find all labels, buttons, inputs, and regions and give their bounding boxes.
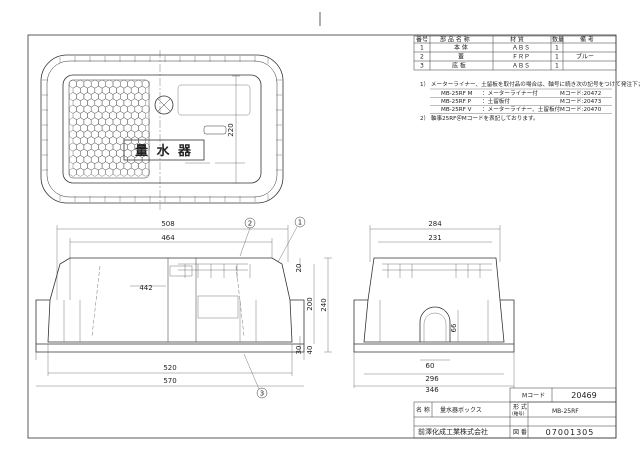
honeycomb-cell (76, 167, 85, 177)
front-view: 508 464 442 520 570 240 200 (35, 216, 332, 399)
dim-side-top-outer: 284 (428, 220, 442, 228)
plan-view: 量 水 器 220 (40, 50, 284, 210)
variant-code: Mコード:20472 (560, 90, 601, 97)
variant-code: Mコード:20470 (560, 106, 602, 113)
honeycomb-cell (69, 167, 77, 177)
honeycomb-cell (98, 167, 106, 177)
drawing-frame (27, 34, 617, 439)
drawing-no-label: 図 番 (513, 429, 527, 436)
drawing-no: 07001305 (546, 428, 595, 437)
table-cell: 1 (555, 54, 559, 61)
table-header: 番号 (416, 37, 428, 44)
table-cell: 蓋 (458, 53, 464, 61)
table-header: 材 質 (510, 36, 524, 44)
dim-front-bottom-b: 40 (306, 346, 314, 355)
honeycomb-cell (134, 167, 143, 177)
variant-model: MB-25RF P (441, 99, 472, 105)
dim-front-bottom-a: 30 (295, 346, 303, 355)
honeycomb-cell (90, 167, 99, 177)
table-cell: 1 (420, 45, 424, 52)
dim-front-inner: 442 (139, 284, 152, 292)
table-cell: 1 (555, 45, 559, 52)
callout-1: 1 (298, 219, 302, 227)
company-name: 前澤化成工業株式会社 (418, 427, 488, 436)
model-value: MB-25RF (552, 408, 579, 415)
table-cell: ＡＢＳ (512, 45, 530, 52)
dim-side-top-inner: 231 (428, 234, 441, 242)
side-view: 284 231 66 60 296 346 (353, 220, 515, 394)
variant-code: Mコード:20473 (560, 98, 602, 105)
callout-3: 3 (260, 390, 264, 398)
model-sub: (軸号) (512, 410, 525, 417)
honeycomb-cell (112, 167, 121, 177)
variant-model: MB-25RF V (441, 107, 472, 113)
table-cell: ＦＲＰ (512, 54, 530, 61)
variant-model: MB-25RF M (441, 91, 473, 97)
variant-desc: ：土留板付 (482, 97, 510, 105)
honeycomb-cell (83, 167, 92, 177)
dim-side-bottom-outer: 346 (425, 386, 439, 394)
parts-table: 番号 部 品 名 称 材 質 数量 備 考 1 本 体 ＡＢＳ 1 2 蓋 ＦＲ… (413, 36, 617, 71)
note-1: 1） メーターライナー、土留板を取付品の場合は、軸号に続き次の記号をつけて発注下… (420, 80, 640, 88)
dim-front-height-body: 200 (306, 297, 314, 310)
dim-front-top-inner: 464 (161, 234, 175, 242)
table-cell: ＡＢＳ (512, 63, 530, 70)
callout-2: 2 (248, 220, 252, 228)
dim-side-opening-w: 60 (426, 362, 435, 370)
mcode-label: Mコード (522, 393, 545, 400)
name-label: 名 称 (416, 406, 430, 414)
table-cell: 底 板 (452, 62, 466, 70)
name-value: 量水器ボックス (440, 406, 482, 414)
mcode-value: 20469 (571, 391, 596, 400)
dim-front-top-step: 20 (295, 264, 303, 273)
dim-plan-depth: 220 (227, 123, 235, 136)
table-header: 備 考 (580, 36, 594, 44)
honeycomb-cell (127, 167, 136, 177)
variant-desc: ：メーターライナー、土留板付 (482, 105, 561, 113)
dim-side-bottom-inner: 296 (425, 375, 439, 383)
dim-front-top-outer: 508 (161, 220, 174, 228)
table-header: 部 品 名 称 (440, 36, 470, 44)
title-block: Mコード 20469 名 称 量水器ボックス 形 式 (軸号) MB-25RF … (413, 387, 617, 439)
table-cell: 本 体 (454, 44, 468, 52)
table-cell: ブルー (576, 53, 594, 61)
honeycomb-cell (141, 167, 150, 177)
dim-side-opening-h: 66 (450, 323, 458, 332)
dim-front-bottom-inner: 520 (163, 364, 176, 372)
dim-front-height-total: 240 (320, 298, 328, 311)
table-cell: 1 (555, 63, 559, 70)
notes-block: 1） メーターライナー、土留板を取付品の場合は、軸号に続き次の記号をつけて発注下… (420, 80, 640, 122)
honeycomb-cell (105, 167, 114, 177)
table-cell: 2 (420, 54, 424, 61)
table-cell: 3 (420, 63, 424, 70)
variant-desc: ：メーターライナー付 (482, 89, 538, 97)
model-label: 形 式 (513, 403, 527, 411)
note-2: 2） 軸事25RF＠Mコードを表記しております。 (420, 114, 539, 122)
dim-front-bottom-outer: 570 (163, 377, 176, 385)
honeycomb-cell (120, 167, 128, 177)
table-header: 数量 (552, 36, 564, 44)
lid-label: 量 水 器 (135, 143, 193, 159)
